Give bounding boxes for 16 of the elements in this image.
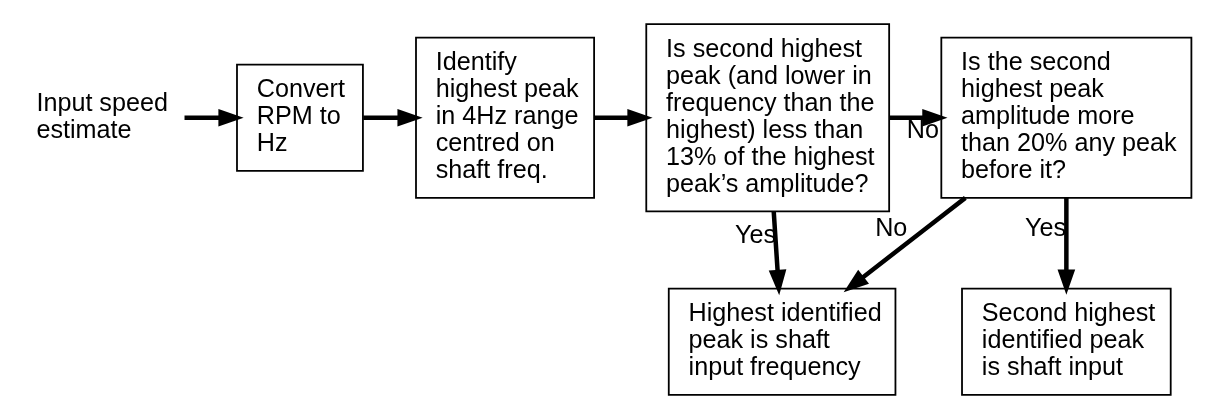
node-box: Is the second highest peak amplitude more than 20% any peak before it? (940, 36, 1193, 199)
node-box: Is second highest peak (and lower in frequency than the highest) less than 13% of the highest peak’s amplitude? (645, 23, 891, 213)
arrow (768, 211, 787, 296)
node-box: Convert RPM to Hz (236, 63, 364, 172)
arrow (594, 108, 653, 127)
arrow (889, 108, 948, 127)
node-box: Identify highest peak in 4Hz range centred on shaft freq. (415, 36, 595, 199)
node-text: Input speed estimate (36, 87, 168, 143)
arrow (184, 108, 244, 127)
arrow (1057, 197, 1076, 295)
arrow (843, 196, 967, 293)
node-box: Highest identified peak is shaft input frequency (667, 287, 897, 396)
node-box: Second highest identified peak is shaft input (961, 287, 1172, 396)
arrow (363, 108, 423, 127)
edge-label: No (906, 114, 940, 143)
edge-label: No (875, 212, 908, 241)
